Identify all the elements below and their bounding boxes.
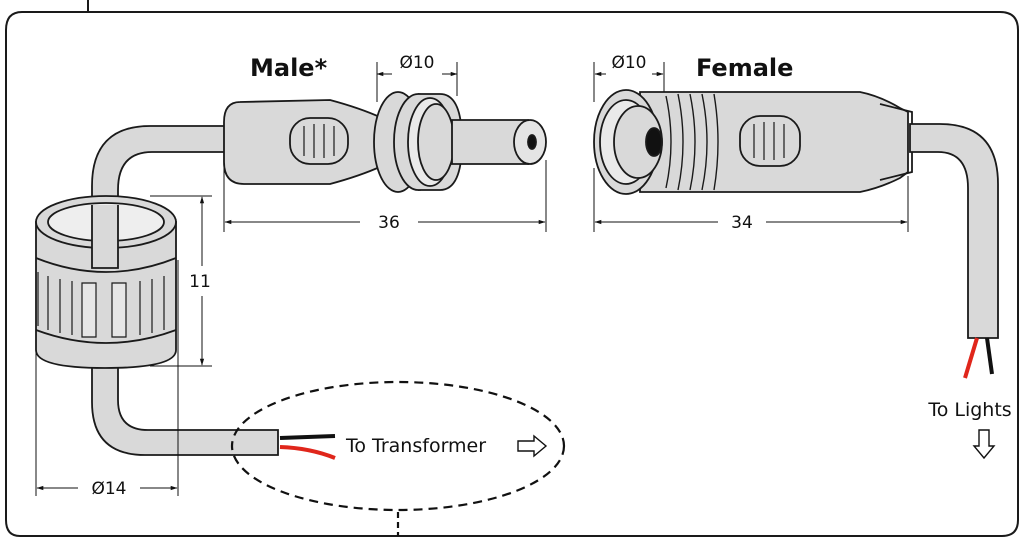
male-length-label: 36 — [378, 213, 400, 233]
diagram-frame — [5, 0, 1019, 537]
female-diameter-label: Ø10 — [611, 53, 646, 73]
wires — [279, 337, 994, 460]
female-connector — [593, 89, 999, 339]
male-diameter-label: Ø10 — [399, 53, 434, 73]
threaded-nut — [35, 195, 177, 369]
male-label: Male* — [250, 54, 328, 82]
male-connector — [223, 91, 547, 193]
female-length-label: 34 — [731, 213, 753, 233]
transformer-arrow-icon — [517, 434, 548, 458]
nut-diameter-label: Ø14 — [91, 479, 126, 499]
to-transformer-label: To Transformer — [345, 435, 486, 457]
female-label: Female — [696, 54, 793, 82]
dimension-lines — [35, 62, 909, 496]
transformer-callout — [230, 380, 566, 512]
nut-height-label: 11 — [189, 272, 211, 292]
to-lights-label: To Lights — [927, 399, 1011, 421]
lights-arrow-icon — [972, 429, 996, 460]
